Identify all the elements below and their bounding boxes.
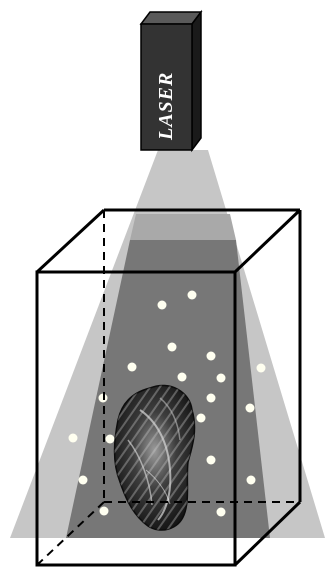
particle	[178, 373, 187, 382]
laser-beam-top-band	[130, 214, 236, 240]
particle	[246, 404, 255, 413]
particle	[158, 301, 167, 310]
particle	[100, 507, 109, 516]
particle	[207, 352, 216, 361]
particle	[207, 394, 216, 403]
laser-device: LASER	[141, 12, 201, 150]
particle	[257, 364, 266, 373]
particle	[79, 476, 88, 485]
box-top-right-connector	[235, 210, 300, 272]
particle	[217, 374, 226, 383]
laser-top-face	[141, 12, 201, 24]
particle	[197, 414, 206, 423]
particle	[128, 363, 137, 372]
box-top-left-connector	[37, 210, 104, 272]
particle	[207, 456, 216, 465]
particle	[106, 435, 115, 444]
particle	[69, 434, 78, 443]
particle	[247, 476, 256, 485]
particle	[188, 291, 197, 300]
laser-label: LASER	[155, 72, 177, 141]
particle	[217, 508, 226, 517]
particle	[168, 343, 177, 352]
laser-side-face	[192, 12, 201, 150]
